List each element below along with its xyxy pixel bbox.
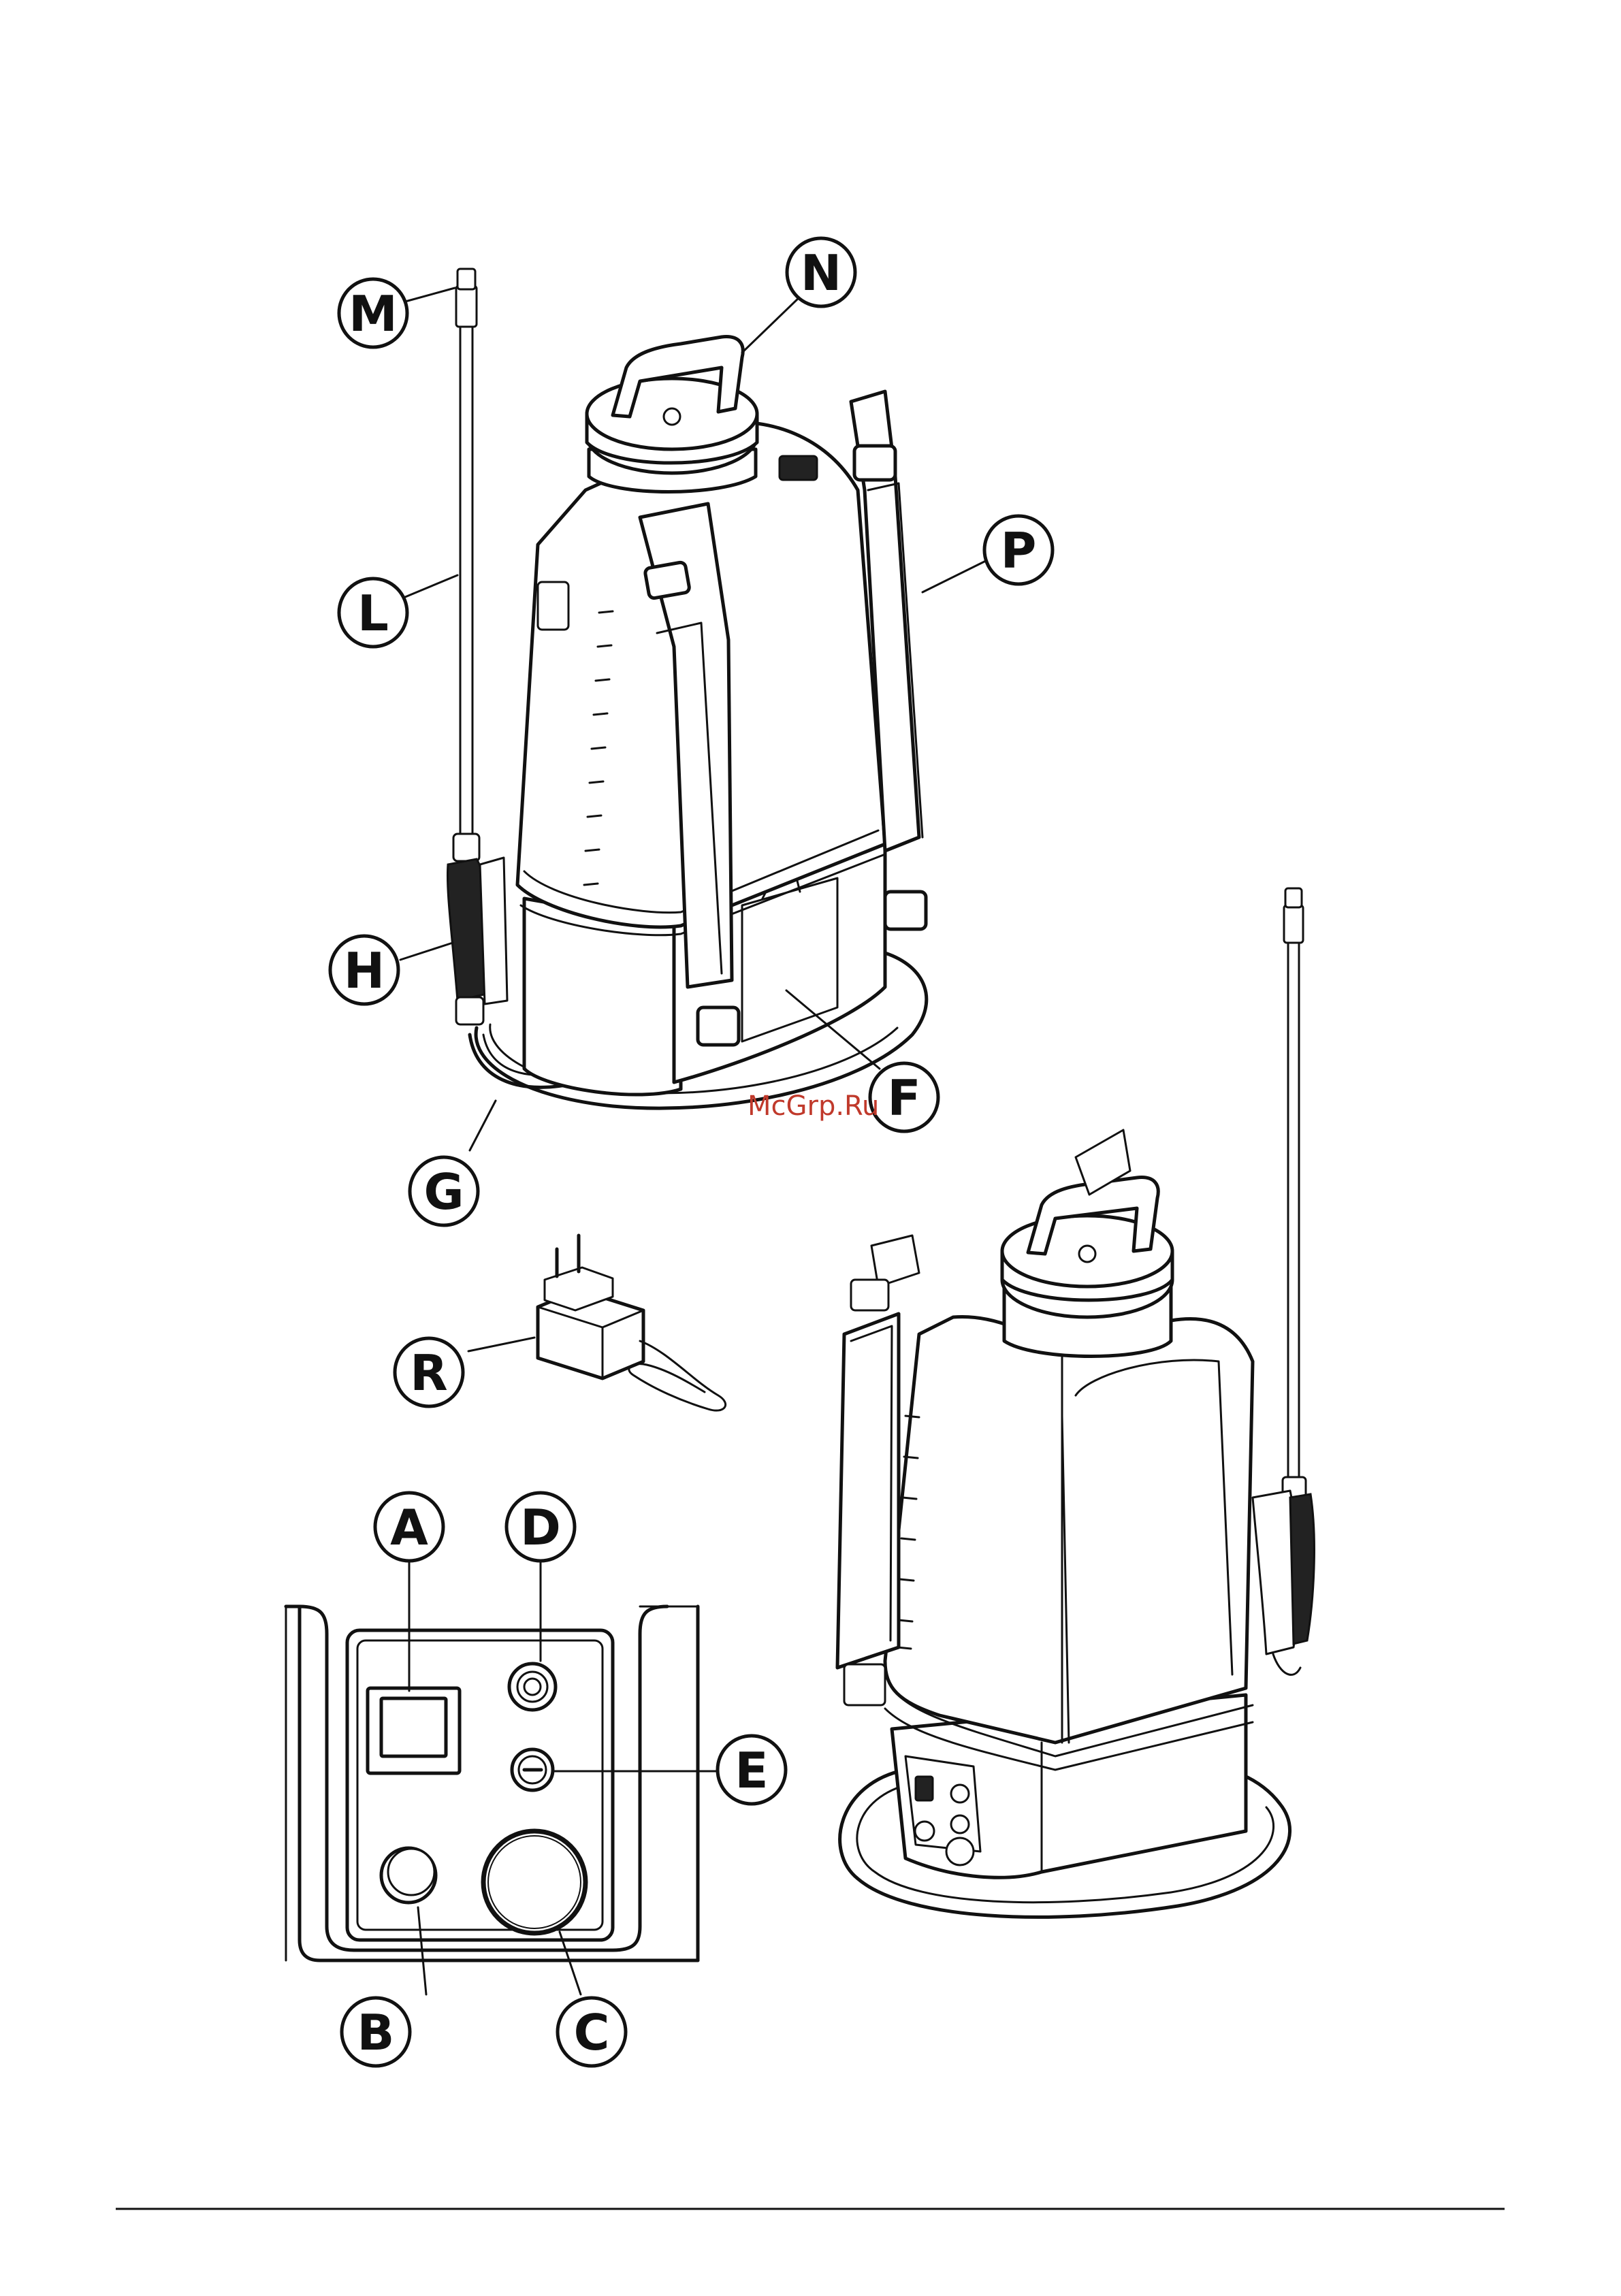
svg-text:G: G [423,1163,464,1220]
callout-B: B [342,1998,410,2066]
callout-A: A [375,1493,443,1561]
strap-front [837,1314,899,1668]
sprayer-back-view [447,269,926,1108]
callout-P: P [984,516,1053,584]
front-tank [885,1316,1253,1743]
callout-F: F [870,1063,938,1131]
callout-M: M [339,279,407,347]
svg-text:H: H [344,942,385,999]
charger [538,1235,726,1410]
svg-text:C: C [574,2004,610,2061]
callout-N: N [787,238,855,306]
svg-text:P: P [1001,522,1037,579]
svg-text:M: M [349,285,398,342]
callout-G: G [410,1157,478,1225]
svg-text:N: N [801,244,841,302]
lance-front [1253,888,1314,1675]
control-panel [286,1606,698,1960]
lance [453,269,479,861]
callout-R: R [395,1338,463,1406]
svg-text:D: D [520,1499,561,1556]
svg-text:F: F [887,1069,920,1127]
svg-text:B: B [357,2004,395,2061]
callout-H: H [330,936,398,1004]
trigger-handle [447,858,507,1024]
svg-text:A: A [390,1499,428,1556]
callout-D: D [507,1493,575,1561]
sprayer-front-view [837,888,1314,1917]
round-cover [483,1831,585,1933]
callout-C: C [558,1998,626,2066]
watermark: McGrp.Ru [748,1090,879,1122]
svg-text:R: R [410,1344,447,1402]
svg-text:E: E [735,1742,768,1799]
callout-L: L [339,579,407,647]
callout-E: E [718,1736,786,1804]
svg-text:L: L [357,585,389,642]
